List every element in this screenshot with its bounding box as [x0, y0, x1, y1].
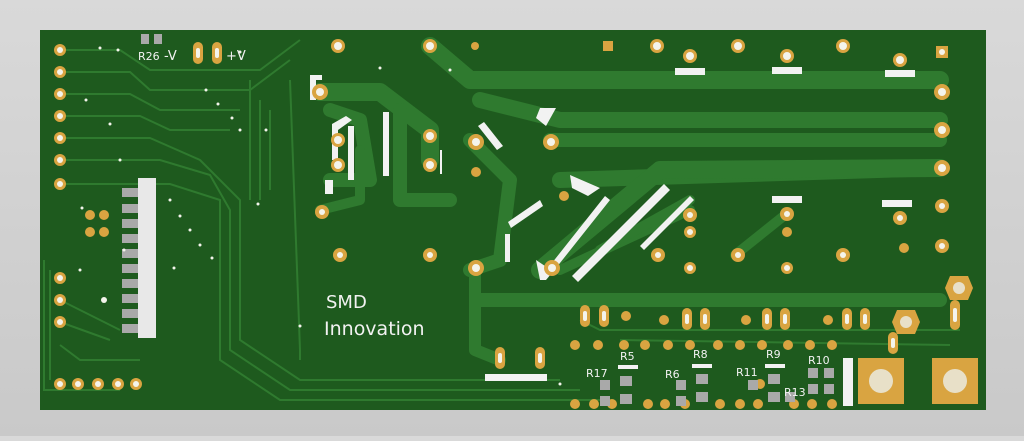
- silkscreen-text: R26 -V +V R5 R8 R9 R10 R17 R6 R11 R13 SM…: [138, 49, 830, 399]
- label-r6: R6: [665, 368, 680, 381]
- brand-line-1: SMD: [326, 292, 367, 313]
- smd-silk-bars: [618, 364, 785, 369]
- label-minus-v: -V: [164, 49, 177, 64]
- silkscreen-marks: [310, 67, 915, 406]
- square-pads: [603, 41, 978, 404]
- oval-pads: [193, 42, 960, 369]
- label-r11: R11: [736, 366, 758, 379]
- through-hole-pads: [54, 39, 950, 409]
- label-r13: R13: [784, 386, 806, 399]
- label-r17: R17: [586, 367, 608, 380]
- label-plus-v: +V: [226, 49, 246, 64]
- brand-line-2: Innovation: [324, 318, 425, 340]
- vias: [78, 46, 562, 386]
- label-r9: R9: [766, 348, 781, 361]
- label-r8: R8: [693, 348, 708, 361]
- label-r10: R10: [808, 354, 830, 367]
- smd-pads: [141, 34, 834, 406]
- label-r5: R5: [620, 350, 635, 363]
- connector-pads: [122, 188, 138, 333]
- connector-silkscreen: [138, 178, 156, 338]
- label-r26: R26: [138, 50, 160, 63]
